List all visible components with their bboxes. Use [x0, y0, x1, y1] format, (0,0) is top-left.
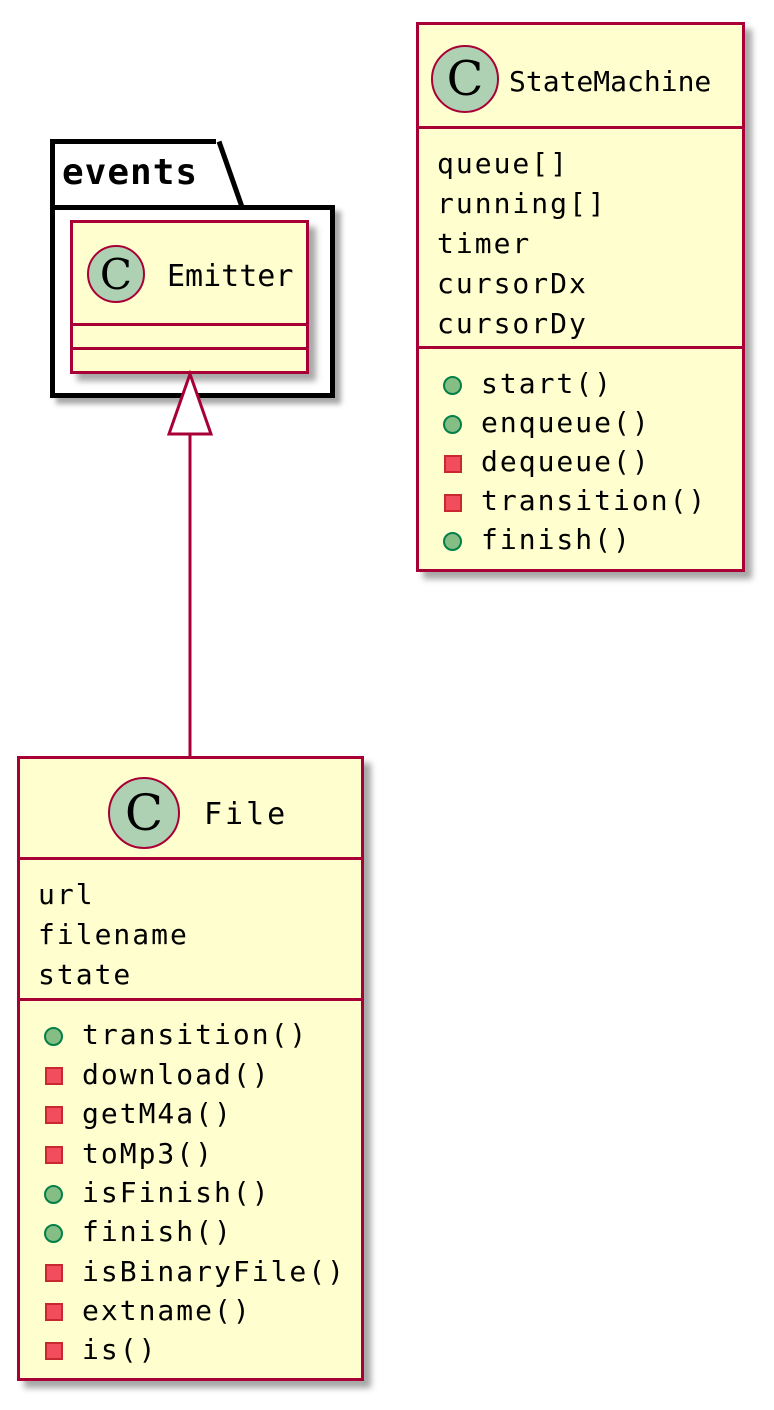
private-marker-icon: [444, 455, 462, 473]
package-label: events: [62, 152, 199, 193]
field: cursorDy: [437, 307, 588, 340]
class-file-header: C File: [20, 759, 361, 860]
public-marker-icon: [44, 1185, 63, 1204]
class-stereotype-icon: C: [87, 245, 145, 303]
class-state-machine-methods: start() enqueue() dequeue() transition()…: [419, 349, 742, 569]
method: transition(): [82, 1018, 309, 1051]
private-marker-icon: [45, 1067, 63, 1085]
class-stereotype-letter: C: [99, 249, 133, 299]
class-stereotype-letter: C: [124, 784, 164, 842]
public-marker-icon: [44, 1224, 63, 1243]
private-marker-icon: [45, 1146, 63, 1164]
class-emitter-fields: [73, 326, 306, 350]
field: timer: [437, 227, 532, 260]
field: state: [38, 958, 133, 991]
method: download(): [82, 1058, 271, 1091]
public-marker-icon: [443, 376, 462, 395]
method: start(): [481, 367, 614, 400]
class-file-fields: url filename state: [20, 860, 361, 1001]
class-state-machine[interactable]: C StateMachine queue[] running[] timer c…: [416, 22, 745, 572]
class-stereotype-letter: C: [446, 51, 484, 107]
package-tab-slant: [216, 139, 245, 208]
method: enqueue(): [481, 406, 651, 439]
field: cursorDx: [437, 267, 588, 300]
class-emitter-name: Emitter: [167, 259, 294, 294]
method: toMp3(): [82, 1137, 215, 1170]
private-marker-icon: [45, 1342, 63, 1360]
class-state-machine-header: C StateMachine: [419, 25, 742, 129]
method: dequeue(): [481, 445, 651, 478]
class-state-machine-name: StateMachine: [509, 65, 712, 98]
private-marker-icon: [45, 1264, 63, 1282]
field: running[]: [437, 187, 607, 220]
class-stereotype-icon: C: [108, 777, 180, 849]
private-marker-icon: [444, 494, 462, 512]
class-emitter-header: C Emitter: [73, 223, 306, 326]
class-file[interactable]: C File url filename state transition() d…: [17, 756, 364, 1381]
class-file-name: File: [204, 797, 289, 832]
method: transition(): [481, 484, 708, 517]
method: finish(): [82, 1215, 233, 1248]
method: isBinaryFile(): [82, 1255, 347, 1288]
private-marker-icon: [45, 1303, 63, 1321]
field: filename: [38, 918, 189, 951]
method: is(): [82, 1333, 158, 1366]
package-tab: [50, 139, 222, 205]
inheritance-arrowhead-icon: [166, 369, 214, 436]
private-marker-icon: [45, 1106, 63, 1124]
class-stereotype-icon: C: [431, 45, 499, 113]
method: extname(): [82, 1294, 252, 1327]
method: isFinish(): [82, 1176, 271, 1209]
class-state-machine-fields: queue[] running[] timer cursorDx cursorD…: [419, 129, 742, 349]
method: getM4a(): [82, 1097, 233, 1130]
public-marker-icon: [443, 415, 462, 434]
field: queue[]: [437, 147, 570, 180]
method: finish(): [481, 523, 632, 556]
public-marker-icon: [44, 1027, 63, 1046]
class-file-methods: transition() download() getM4a() toMp3()…: [20, 1001, 361, 1378]
field: url: [38, 878, 95, 911]
public-marker-icon: [443, 532, 462, 551]
